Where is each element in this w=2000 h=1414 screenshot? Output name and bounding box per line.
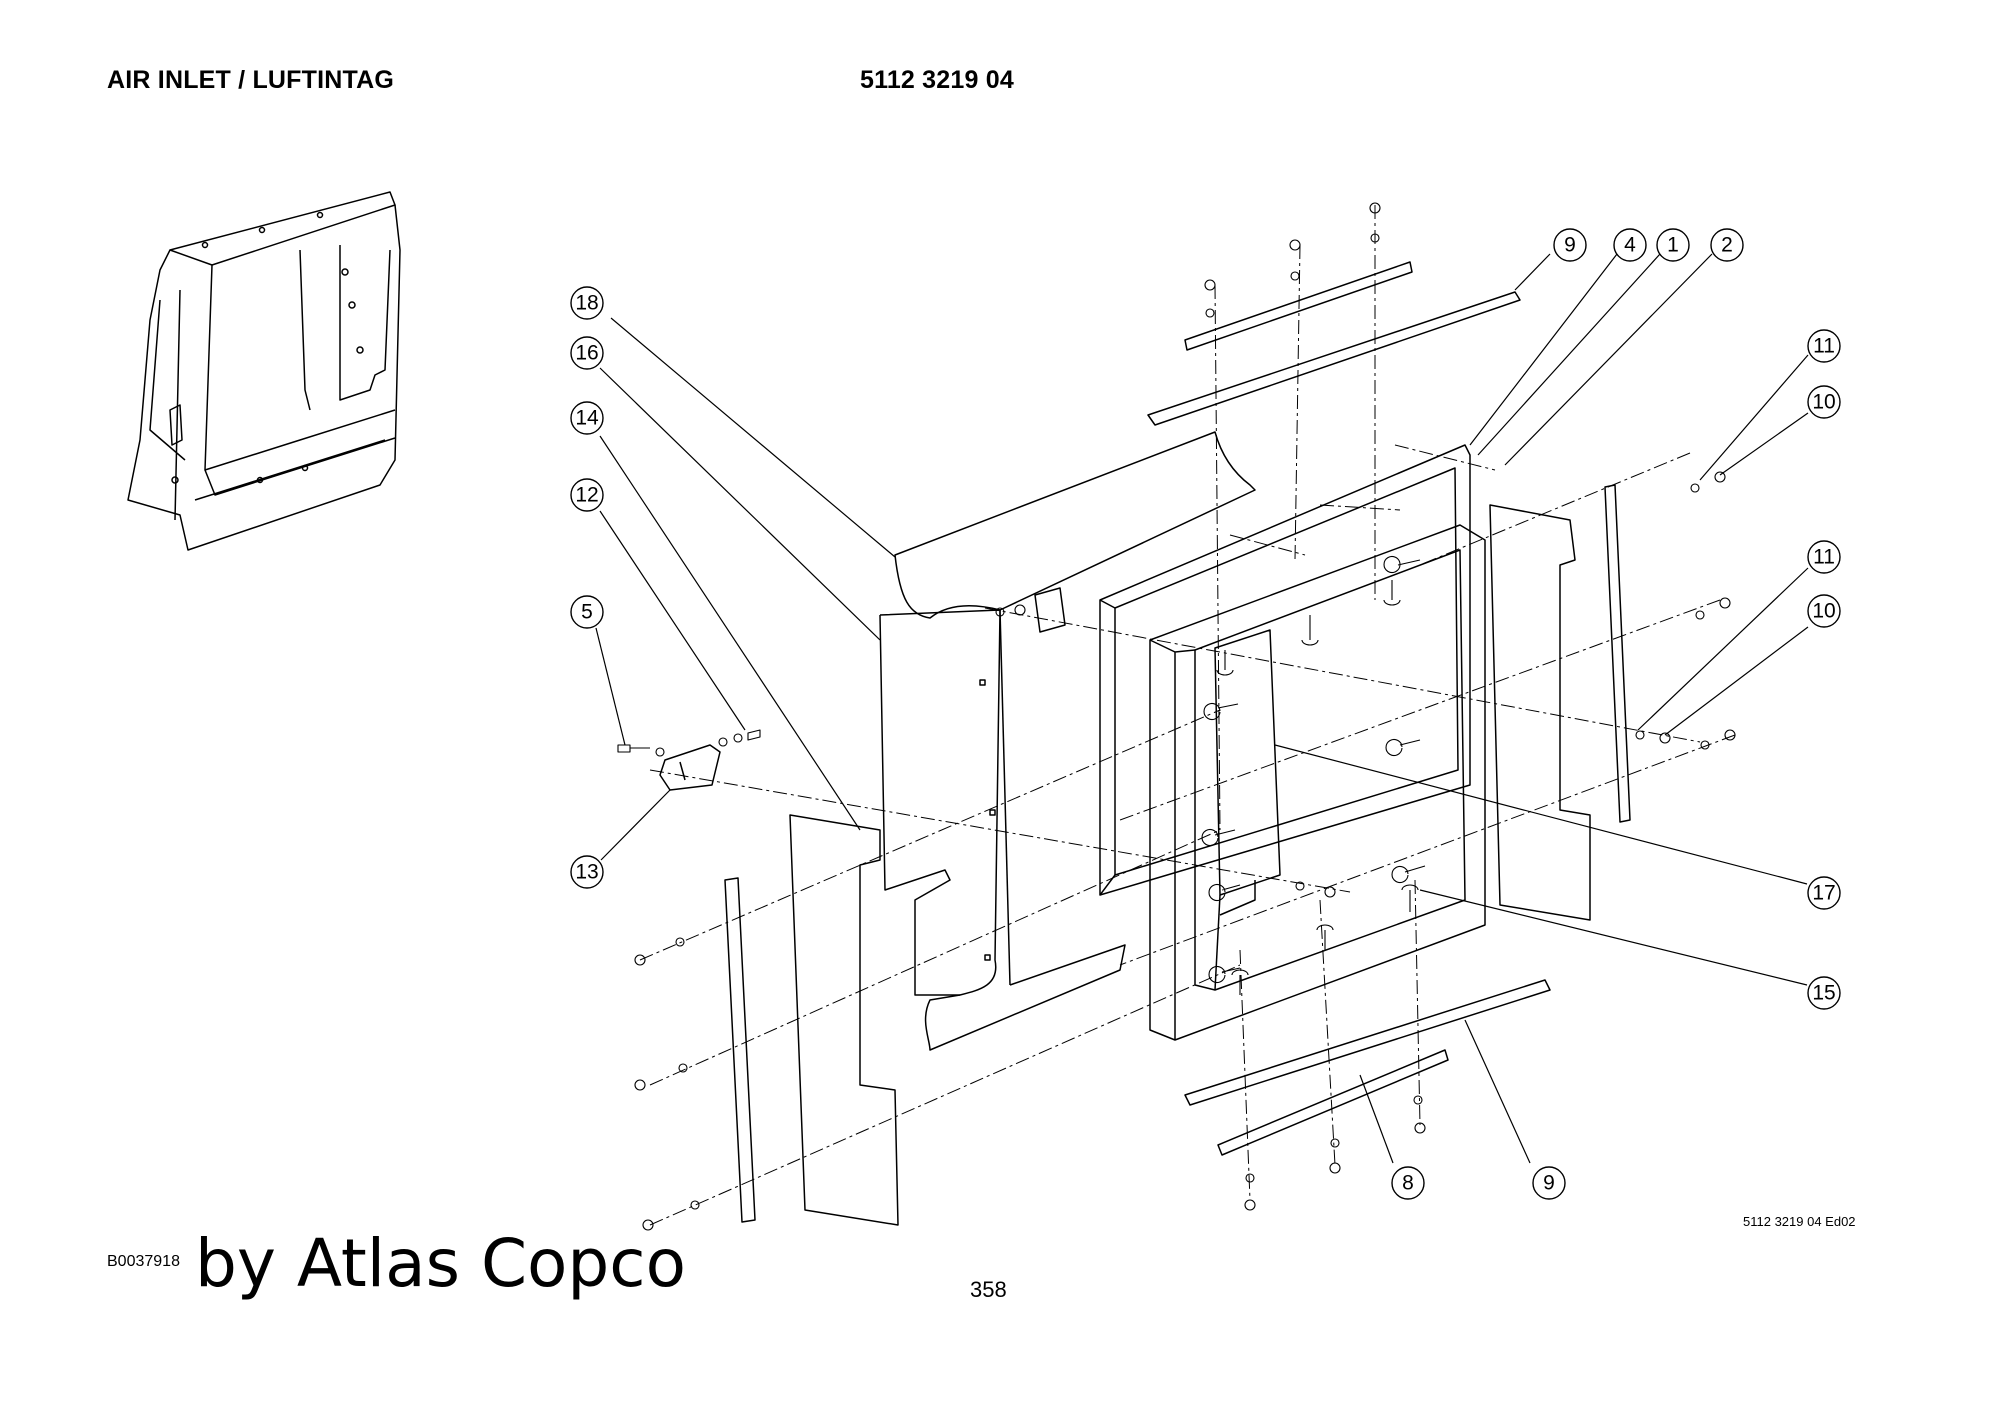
balloon-16: 16 (570, 336, 604, 370)
balloon-10-upper: 10 (1807, 385, 1841, 419)
balloon-group: 9 4 1 2 18 16 14 12 5 13 11 10 11 10 17 … (570, 228, 1841, 1200)
balloon-label: 9 (1564, 234, 1576, 257)
balloon-label: 9 (1543, 1172, 1555, 1195)
fasteners (617, 202, 1736, 1231)
balloon-label: 10 (1812, 391, 1835, 414)
hood-bracket (1034, 587, 1066, 633)
balloon-label: 8 (1402, 1172, 1414, 1195)
balloon-1: 1 (1656, 228, 1690, 262)
balloon-label: 10 (1812, 600, 1835, 623)
balloon-label: 1 (1667, 234, 1679, 257)
left-panel-16 (724, 814, 899, 1226)
balloon-label: 15 (1812, 982, 1835, 1005)
right-panel (1489, 484, 1631, 921)
footer-code: B0037918 (107, 1253, 180, 1270)
balloon-label: 16 (575, 342, 598, 365)
balloon-label: 17 (1812, 882, 1835, 905)
balloon-9-bottom: 9 (1532, 1166, 1566, 1200)
watermark: by Atlas Copco (195, 1225, 686, 1302)
balloon-14: 14 (570, 401, 604, 435)
balloon-label: 18 (575, 292, 598, 315)
top-plate-9 (1147, 261, 1521, 426)
balloon-label: 13 (575, 861, 598, 884)
balloon-2: 2 (1710, 228, 1744, 262)
balloon-10-lower: 10 (1807, 594, 1841, 628)
balloon-4: 4 (1613, 228, 1647, 262)
box-15 (1149, 524, 1486, 1041)
assembly-lines (639, 205, 1736, 1226)
balloon-18: 18 (570, 286, 604, 320)
bottom-plate-9 (1184, 979, 1551, 1156)
bracket-13 (659, 744, 721, 791)
balloon-label: 5 (581, 601, 593, 624)
balloon-15: 15 (1807, 976, 1841, 1010)
balloon-label: 2 (1721, 234, 1733, 257)
balloon-label: 11 (1813, 335, 1835, 358)
page-number: 358 (970, 1277, 1007, 1302)
balloon-label: 11 (1813, 546, 1835, 569)
balloon-label: 14 (575, 407, 599, 430)
leader-lines (595, 253, 1809, 1164)
balloon-8: 8 (1391, 1166, 1425, 1200)
balloon-13: 13 (570, 855, 604, 889)
balloon-17: 17 (1807, 876, 1841, 910)
balloon-label: 12 (575, 484, 598, 507)
balloon-12: 12 (570, 478, 604, 512)
hood-18 (879, 431, 1256, 1051)
balloon-11-lower: 11 (1807, 540, 1841, 574)
frame-17 (1099, 444, 1471, 896)
balloon-9-top: 9 (1553, 228, 1587, 262)
part-number: 5112 3219 04 (860, 66, 1014, 94)
balloon-11-upper: 11 (1807, 329, 1841, 363)
balloon-5: 5 (570, 595, 604, 629)
balloon-label: 4 (1624, 234, 1636, 257)
edition-label: 5112 3219 04 Ed02 (1743, 1214, 1856, 1229)
page-title: AIR INLET / LUFTINTAG (107, 66, 395, 94)
assembled-inset (127, 191, 401, 551)
